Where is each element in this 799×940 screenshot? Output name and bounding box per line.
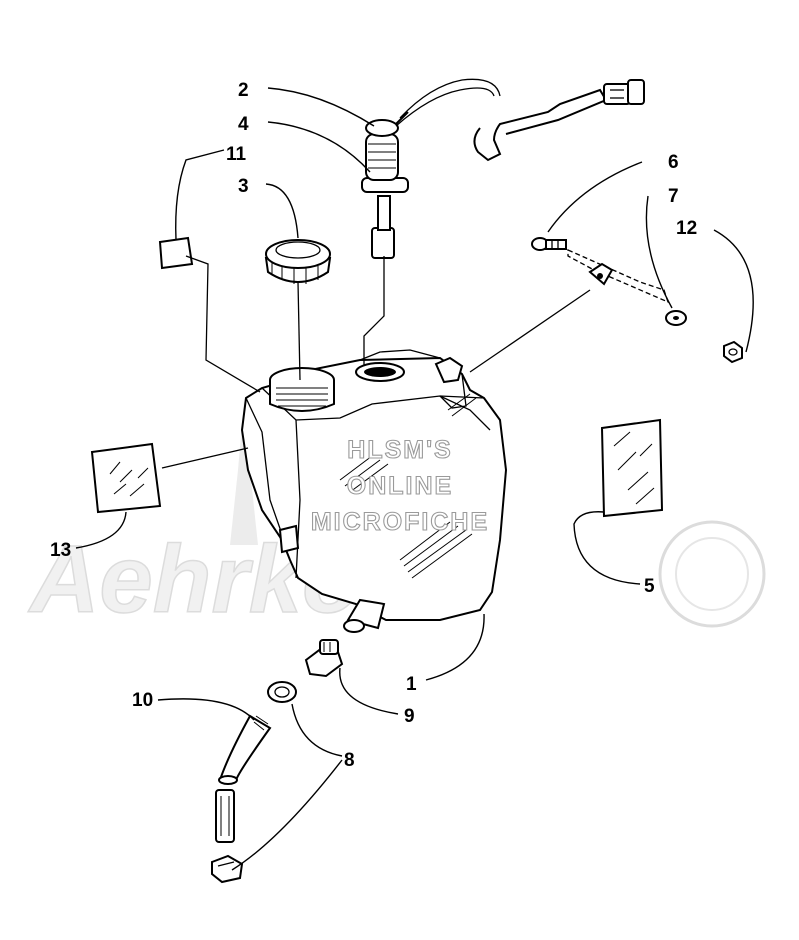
washer <box>665 310 687 326</box>
watermark-line-3: MICROFICHE <box>311 508 489 536</box>
callout-8: 8 <box>344 750 355 771</box>
spacer-bracket <box>567 248 670 304</box>
level-sender <box>361 78 645 259</box>
watermark-line-1: HLSM'S <box>347 436 452 464</box>
decal-13 <box>90 442 162 514</box>
watermark-tower-icon <box>230 400 258 545</box>
watermark-text: HLSM'S ONLINE MICROFICHE <box>310 435 489 536</box>
callout-13: 13 <box>50 540 71 561</box>
callout-3: 3 <box>238 176 249 197</box>
callout-9: 9 <box>404 706 415 727</box>
watermark-line-2: ONLINE <box>347 472 453 500</box>
mounting-bolt <box>531 237 567 251</box>
hose-fitting <box>304 639 344 678</box>
leader-lines <box>75 87 754 871</box>
callout-11: 11 <box>226 144 247 165</box>
hose-clamp-lower <box>211 854 244 884</box>
callout-7: 7 <box>668 186 679 207</box>
nut <box>723 340 743 364</box>
watermark-wheel-inner-icon <box>675 537 749 611</box>
assembly-lines <box>161 255 591 469</box>
oil-tank <box>240 349 508 633</box>
callout-4: 4 <box>238 114 249 135</box>
callout-labels: 2 4 11 3 6 7 12 13 5 1 9 10 8 <box>50 80 697 771</box>
tank-cap <box>264 239 332 284</box>
callout-1: 1 <box>406 674 417 695</box>
watermark-wheel-icon <box>658 520 766 628</box>
oil-hose <box>215 714 272 843</box>
callout-12: 12 <box>676 218 697 239</box>
callout-10: 10 <box>132 690 153 711</box>
callout-5: 5 <box>644 576 655 597</box>
decal-11 <box>158 236 194 270</box>
harness-connector <box>603 79 645 105</box>
callout-2: 2 <box>238 80 249 101</box>
callout-6: 6 <box>668 152 679 173</box>
hose-clamp-upper <box>267 681 297 703</box>
decal-5 <box>600 418 664 518</box>
